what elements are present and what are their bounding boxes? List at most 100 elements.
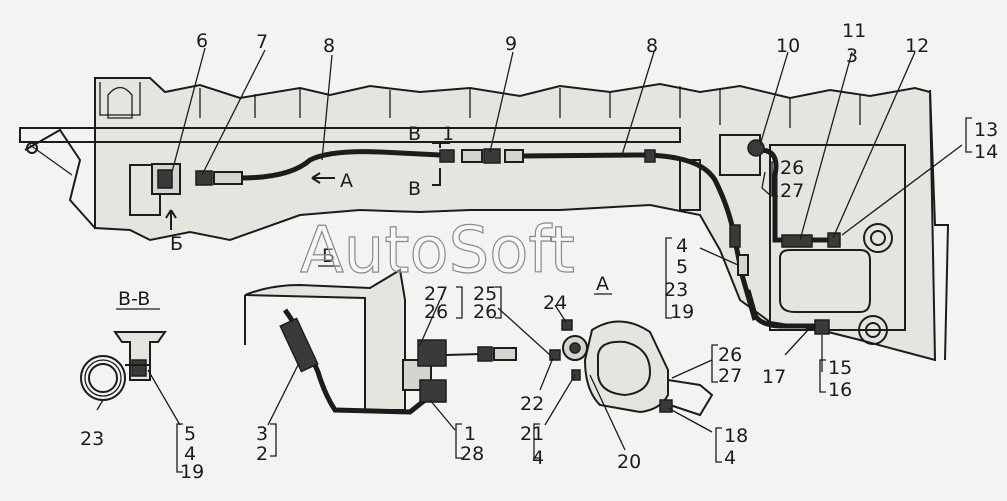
bracket-5-4-19	[176, 423, 183, 473]
callout-14: 14	[974, 141, 998, 163]
leader-20	[589, 374, 626, 451]
callout-26-mid: 26	[473, 301, 497, 323]
leader-4-left-stack	[699, 247, 739, 266]
callout-23-mid: 23	[664, 279, 688, 301]
part-22	[549, 349, 561, 361]
callout-17: 17	[762, 366, 786, 388]
view-a-label: A	[596, 273, 609, 295]
callout-3-tank: 3	[256, 423, 268, 445]
filter-window	[597, 340, 652, 397]
callout-22: 22	[520, 393, 544, 415]
bb-ring-outer	[80, 355, 126, 401]
callout-26-top: 26	[780, 157, 804, 179]
callout-20: 20	[617, 451, 641, 473]
clamp-8	[644, 149, 656, 163]
callout-12: 12	[905, 35, 929, 57]
bracket-21-4	[533, 423, 540, 459]
callout-8-left: 8	[323, 35, 335, 57]
callout-21: 21	[520, 423, 544, 445]
leader-10	[759, 51, 789, 146]
callout-labels: 6 7 8 9 8 10 11 3 12 13 14 26 27 4 5 23 …	[80, 20, 998, 483]
bracket-15-16	[819, 359, 826, 393]
leader-27-26	[419, 299, 441, 346]
mid-bracket	[719, 134, 761, 176]
connector-7a	[195, 170, 213, 186]
filter-port-core	[569, 342, 581, 354]
housing	[19, 77, 950, 362]
right-housing-window	[779, 249, 871, 313]
callout-4-mid: 4	[676, 235, 688, 257]
tank-line-25	[445, 353, 481, 356]
clamp-4	[729, 224, 741, 248]
connector-9d	[504, 149, 524, 163]
watermark: AutoSoft	[300, 214, 575, 288]
part-18	[659, 399, 673, 413]
right-boss-upper-core	[870, 230, 886, 246]
right-edge	[929, 89, 950, 361]
section-bb-label: B-B	[118, 288, 150, 310]
leader-23-bb	[96, 399, 104, 411]
arrow-b-label: Б	[170, 233, 183, 255]
fitting-6-core	[157, 169, 173, 189]
leader-12	[832, 51, 916, 239]
callout-27-tank: 27	[424, 283, 448, 305]
right-boss-lower-core	[865, 322, 881, 338]
callout-11: 11	[842, 20, 866, 42]
leader-24	[554, 304, 567, 323]
callout-15: 15	[828, 357, 852, 379]
part-6c	[571, 369, 581, 381]
leader-3-2	[267, 364, 299, 426]
section-label-top-mark: 1	[442, 123, 454, 145]
leader-9	[489, 51, 514, 153]
tube-17	[745, 289, 815, 329]
view-labels: B 1 B A Б Б A B-B	[116, 123, 612, 310]
callout-19-mid: 19	[670, 301, 694, 323]
callout-27-top: 27	[780, 180, 804, 202]
callout-27-filter: 27	[718, 365, 742, 387]
part-12	[827, 232, 841, 248]
connector-9b	[461, 149, 483, 163]
housing-left-cup	[107, 86, 133, 119]
bracket-26-27-top	[771, 161, 778, 197]
left-bracket	[24, 128, 96, 229]
mid-column	[679, 159, 701, 211]
callout-25: 25	[473, 283, 497, 305]
callout-26-filter: 26	[718, 344, 742, 366]
leader-25-26	[497, 307, 551, 356]
hose-3	[279, 317, 319, 373]
leader-7	[201, 49, 266, 176]
tank-fitting-lower	[419, 379, 447, 403]
connector-7b	[213, 171, 243, 185]
part-11	[781, 234, 813, 248]
bracket-4-19	[665, 237, 672, 319]
view-b-tank	[244, 268, 517, 415]
arrow-b-head	[165, 209, 177, 219]
callout-19-bb: 19	[180, 461, 204, 483]
callout-23-bb: 23	[80, 428, 104, 450]
callout-4-right: 4	[724, 447, 736, 469]
arrow-a-head	[311, 172, 321, 184]
callout-10: 10	[776, 35, 800, 57]
callout-16: 16	[828, 379, 852, 401]
right-boss-upper	[863, 223, 893, 253]
leader-13	[841, 144, 963, 236]
leader-26-27-filter	[671, 359, 713, 379]
section-label-top: B	[408, 123, 421, 145]
leader-lines	[96, 47, 972, 473]
left-lower-box	[129, 164, 161, 216]
leader-11	[799, 51, 853, 241]
clamp-5	[737, 254, 749, 276]
tank-nut	[477, 346, 493, 362]
tube-8-left	[239, 149, 441, 181]
bracket-13-14	[965, 117, 972, 153]
view-a-filter	[549, 319, 714, 417]
tube-10	[759, 147, 830, 243]
leader-6	[171, 47, 206, 173]
bb-ring-inner	[88, 363, 118, 393]
left-bracket-bolt	[26, 142, 38, 154]
leader-22	[539, 357, 554, 391]
callout-7: 7	[256, 31, 268, 53]
leader-21	[544, 374, 576, 426]
